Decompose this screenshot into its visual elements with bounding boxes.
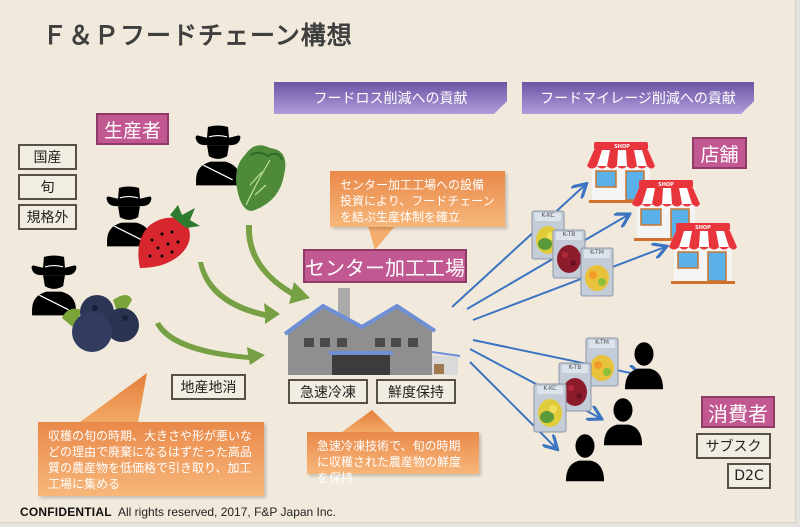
center-callout: センター加工工場への設備投資により、フードチェーンを結ぶ生産体制を確立 xyxy=(330,171,505,227)
tag-d2c: D2C xyxy=(727,463,771,489)
banner-food-loss: フードロス削減への貢献 xyxy=(274,82,507,114)
banner-label: フードロス削減への貢献 xyxy=(313,91,468,107)
banner-food-mileage: フードマイレージ削減への貢献 xyxy=(522,82,754,114)
center-factory-label: センター加工工場 xyxy=(303,249,467,283)
package-label: K-KC xyxy=(543,385,557,392)
package-label: K-TM xyxy=(590,249,604,256)
page-title: Ｆ＆Ｐフードチェーン構想 xyxy=(42,21,353,50)
consumer-icon-3 xyxy=(565,434,605,482)
package-label: K-TB xyxy=(568,364,582,371)
arrow-to-store-2 xyxy=(466,215,628,310)
strawberry-icon xyxy=(138,205,200,268)
arrow-to-store-1 xyxy=(451,185,585,308)
consumers-label: 消費者 xyxy=(701,396,775,428)
arrow-to-factory-3 xyxy=(155,322,265,365)
tag-subscription: サブスク xyxy=(696,433,771,459)
producers-callout: 収穫の旬の時期、大きさや形が悪いなどの理由で廃棄になるはずだった高品質の農産物を… xyxy=(38,422,264,496)
tag-freshness: 鮮度保持 xyxy=(376,379,456,404)
shop-sign: SHOP xyxy=(695,225,711,231)
tag-quick-freeze: 急速冷凍 xyxy=(288,379,368,404)
tag-irregular: 規格外 xyxy=(18,204,77,230)
package-label: K-TB xyxy=(562,231,576,238)
consumer-icon-2 xyxy=(603,398,643,446)
tag-domestic: 国産 xyxy=(18,144,77,170)
tag-seasonal: 旬 xyxy=(18,174,77,200)
arrow-to-factory-1 xyxy=(245,225,310,304)
arrow-to-consumer-3 xyxy=(469,361,556,448)
stores-label: 店舗 xyxy=(692,137,747,169)
package-label: K-KC xyxy=(541,212,555,219)
freeze-callout: 急速冷凍技術で、旬の時期に収穫された農産物の鮮度を保持 xyxy=(307,432,479,485)
shop-sign: SHOP xyxy=(614,144,630,150)
producers-label: 生産者 xyxy=(96,113,169,145)
package-label: K-TM xyxy=(595,339,609,346)
tag-local-production: 地産地消 xyxy=(171,374,246,400)
blueberry-icon xyxy=(62,295,139,352)
arrow-to-factory-2 xyxy=(198,262,280,324)
arrow-to-store-3 xyxy=(472,247,665,321)
consumer-icon-1 xyxy=(624,342,664,390)
shop-sign: SHOP xyxy=(658,182,674,188)
banner-label: フードマイレージ削減への貢献 xyxy=(540,91,736,107)
footer-confidential: CONFIDENTIAL xyxy=(20,505,112,519)
lettuce-icon xyxy=(236,145,286,211)
footer-rights: All rights reserved, 2017, F&P Japan Inc… xyxy=(118,505,336,519)
